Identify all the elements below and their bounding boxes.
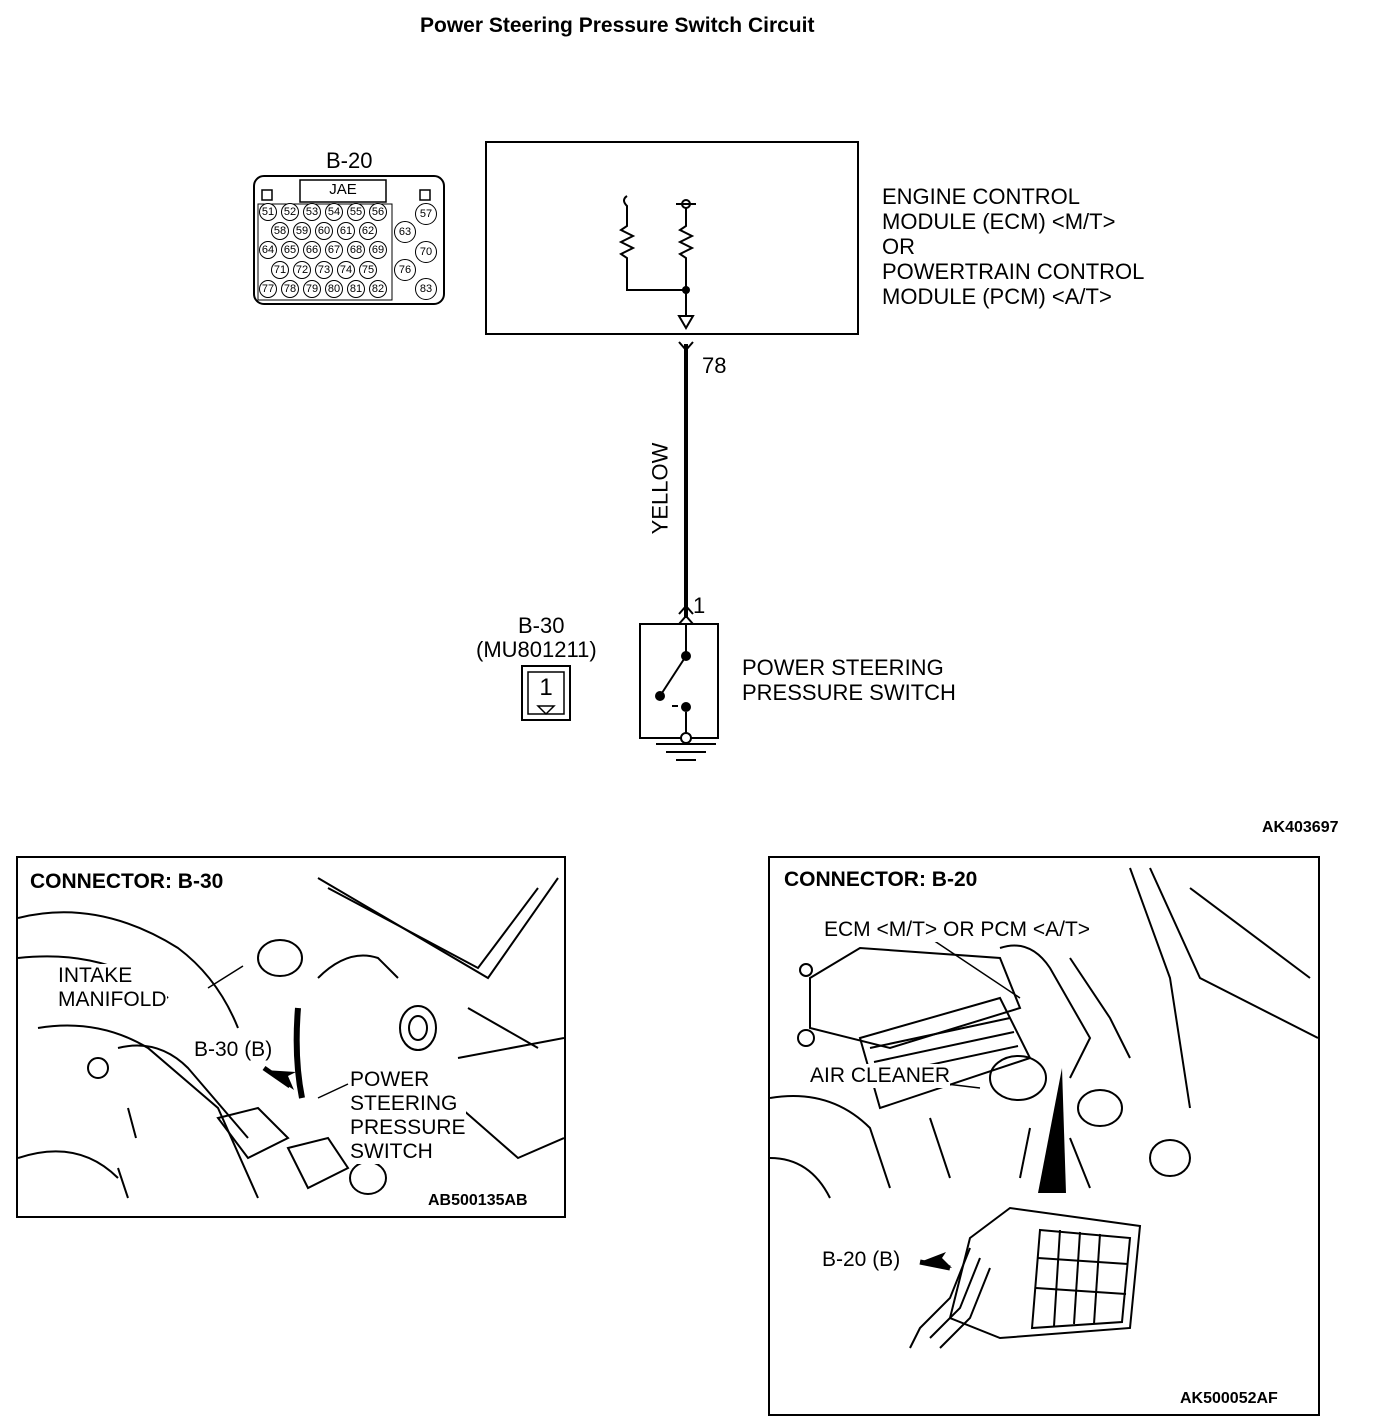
b20-pin: 74 [337,261,355,279]
ecm-label: ENGINE CONTROL MODULE (ECM) <M/T> OR POW… [882,184,1144,309]
b20-pin: 56 [369,203,387,221]
ecm-box [485,141,859,335]
b20-pin: 69 [369,241,387,259]
engine-bay-illustration-b30 [18,877,564,1199]
b20-pin: 60 [315,222,333,240]
switch-line1: POWER STEERING [742,655,944,680]
pressure-switch-callout: POWER STEERING PRESSURE SWITCH [350,1068,466,1164]
wire-color-label: YELLOW [647,442,673,535]
intake-line2: MANIFOLD [58,988,167,1011]
ecm-line3: OR [882,234,915,259]
b20-pin: 62 [359,222,377,240]
b20-callout: B-20 (B) [822,1248,901,1272]
b20-label: B-20 [326,148,373,173]
b20-pin: 51 [259,203,277,221]
b20-pin: 54 [325,203,343,221]
b20-pin: 71 [271,261,289,279]
callout-switch-line1: POWER [350,1068,430,1091]
b20-pin: 58 [271,222,289,240]
b20-maker: JAE [329,181,357,198]
b20-pin: 66 [303,241,321,259]
callout-switch-line3: PRESSURE [350,1116,466,1139]
terminal-78-label: 78 [702,353,727,378]
b20-pin: 80 [325,280,343,298]
b20-connector-face [253,175,445,305]
b20-pin: 55 [347,203,365,221]
b20-pin: 79 [303,280,321,298]
switch-line2: PRESSURE SWITCH [742,680,956,705]
panel-b20-figure-code: AK500052AF [1180,1390,1278,1407]
connector-b20-photo-panel: CONNECTOR: B-20 ECM <M/T> OR PCM <A/T> A… [768,856,1320,1416]
ecm-line1: ENGINE CONTROL [882,184,1081,209]
panel-b30-figure-code: AB500135AB [428,1192,528,1209]
b30-label: B-30 [518,613,565,638]
ecm-line4: POWERTRAIN CONTROL [882,259,1145,284]
b20-pin: 63 [394,221,416,243]
b20-pin: 68 [347,241,365,259]
b20-pin: 77 [259,280,277,298]
ecm-callout: ECM <M/T> OR PCM <A/T> [824,918,1091,942]
pointer-wedge [1038,1068,1066,1193]
b20-pin: 82 [369,280,387,298]
ecm-line2: MODULE (ECM) <M/T> [882,209,1116,234]
b20-pin: 53 [303,203,321,221]
b20-pin: 59 [293,222,311,240]
terminal-1-label: 1 [693,593,706,618]
b20-pin: 67 [325,241,343,259]
b30-connector-face [521,665,571,721]
connector-b30-photo-panel: CONNECTOR: B-30 INTAKE MANIFOLD B-30 (B)… [16,856,566,1218]
b20-pin: 81 [347,280,365,298]
ecm-terminal-arrow [677,315,695,330]
diagram-title: Power Steering Pressure Switch Circuit [420,14,815,37]
engine-bay-illustration-b20 [770,867,1318,1349]
ecm-line5: MODULE (PCM) <A/T> [882,284,1112,309]
callout-switch-line2: STEERING [350,1092,458,1115]
switch-contact [659,655,687,697]
intake-line1: INTAKE [58,964,133,987]
ecu-module [909,1206,1142,1349]
b30-callout: B-30 (B) [194,1038,273,1062]
b20-pin: 72 [293,261,311,279]
b20-pin: 57 [415,203,437,225]
junction-dot [682,286,690,294]
b20-pin: 75 [359,261,377,279]
switch-box [639,623,719,739]
b20-pin: 70 [415,241,437,263]
panel-b30-title: CONNECTOR: B-30 [30,870,224,893]
b20-pin: 64 [259,241,277,259]
panel-b20-title: CONNECTOR: B-20 [784,868,978,891]
b20-pin: 73 [315,261,333,279]
b30-part-number: (MU801211) [476,637,597,662]
circuit-schematic [253,141,859,761]
diagram-figure-code: AK403697 [1262,819,1339,836]
b20-pin: 78 [281,280,299,298]
pullup-resistor-right [677,208,695,316]
b30-pin: 1 [539,674,553,701]
b20-pin: 76 [394,259,416,281]
b20-pin: 83 [415,278,437,300]
b20-pin: 52 [281,203,299,221]
b20-pin: 61 [337,222,355,240]
b20-pin: 65 [281,241,299,259]
pullup-resistor-left [618,195,686,291]
callout-switch-line4: SWITCH [350,1140,433,1163]
switch-label: POWER STEERING PRESSURE SWITCH [742,655,956,705]
intake-manifold-label: INTAKE MANIFOLD [58,964,167,1012]
air-cleaner-label: AIR CLEANER [810,1064,951,1088]
